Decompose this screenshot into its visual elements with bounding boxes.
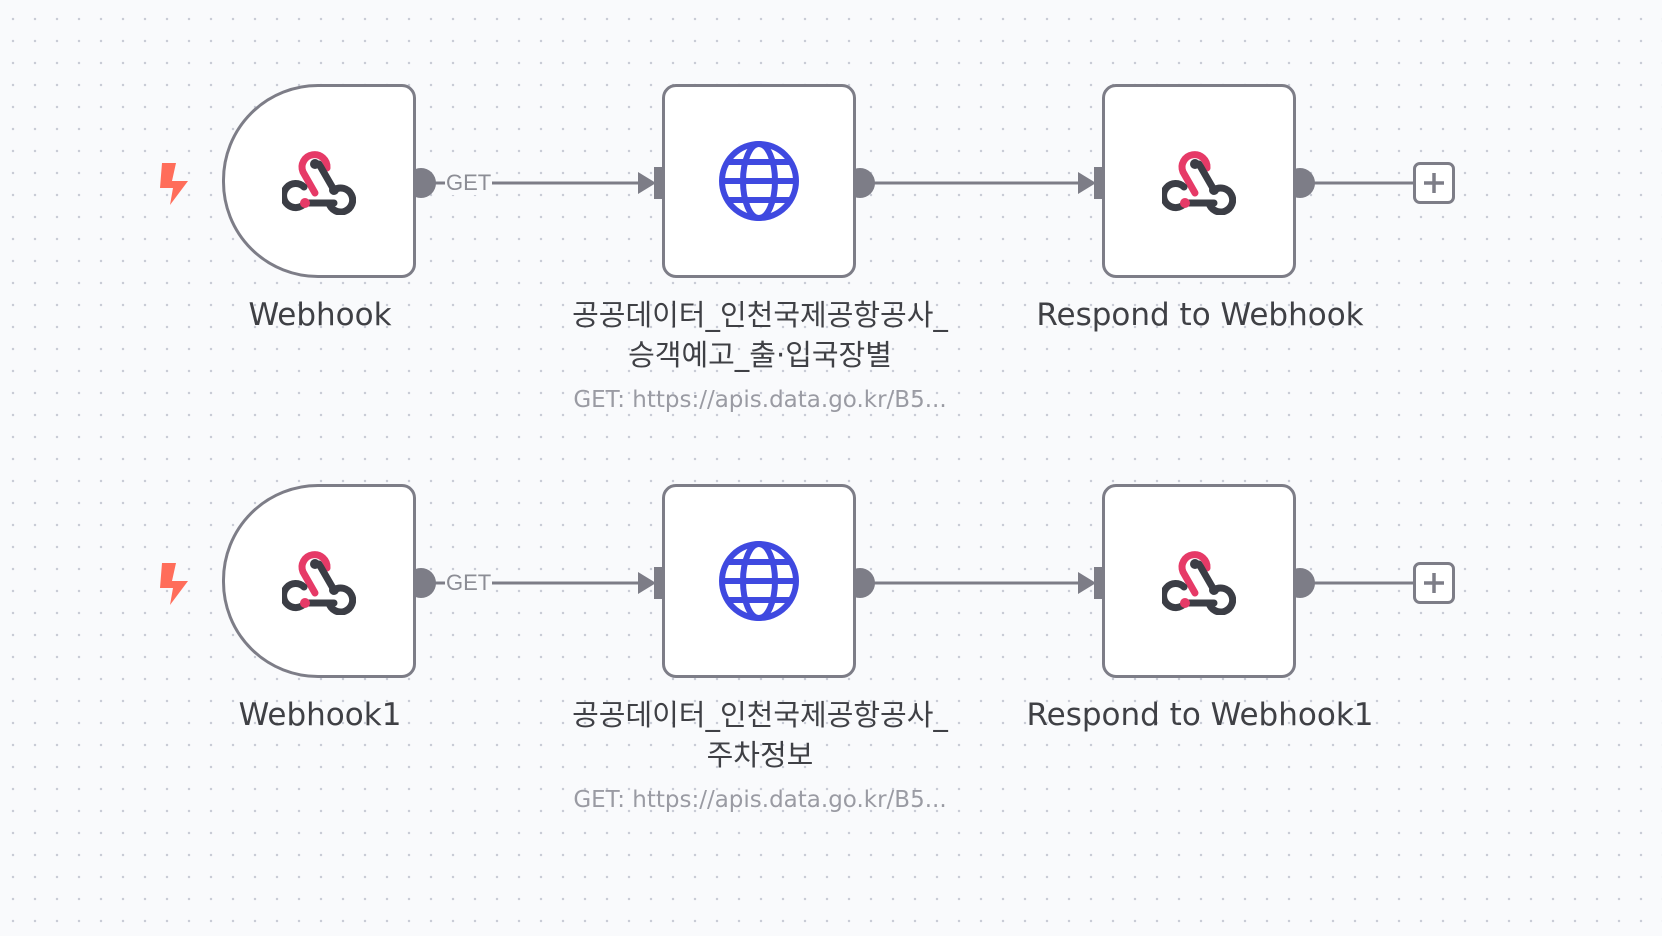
webhook-icon bbox=[1162, 551, 1236, 615]
node-title: Webhook1 bbox=[238, 697, 402, 733]
plus-icon bbox=[1424, 173, 1444, 193]
edge-label-method: GET bbox=[445, 170, 493, 195]
add-node-button[interactable] bbox=[1413, 562, 1455, 604]
node-title: Respond to Webhook bbox=[1036, 297, 1364, 333]
edge-label-method: GET bbox=[445, 570, 493, 595]
lightning-bolt-icon bbox=[160, 163, 188, 205]
node-title: Webhook bbox=[248, 297, 392, 333]
node-title: Respond to Webhook1 bbox=[1026, 697, 1374, 733]
webhook-icon bbox=[1162, 151, 1236, 215]
node-title-line2: 승객예고_출·입국장별 bbox=[628, 338, 892, 372]
plus-icon bbox=[1424, 573, 1444, 593]
node-webhook[interactable] bbox=[222, 84, 416, 278]
connection-http-to-respond[interactable] bbox=[860, 172, 1096, 194]
node-subtitle: GET: https://apis.data.go.kr/B5... bbox=[573, 387, 947, 413]
node-title-line1: 공공데이터_인천국제공항공사_ bbox=[572, 298, 948, 332]
connection-http-to-respond1[interactable] bbox=[860, 572, 1096, 594]
webhook-icon bbox=[282, 551, 356, 615]
node-title-line1: 공공데이터_인천국제공항공사_ bbox=[572, 698, 948, 732]
node-http-request[interactable] bbox=[662, 84, 856, 278]
node-respond-to-webhook[interactable] bbox=[1102, 84, 1296, 278]
node-respond-to-webhook1[interactable] bbox=[1102, 484, 1296, 678]
lightning-bolt-icon bbox=[160, 563, 188, 605]
globe-icon bbox=[719, 141, 799, 221]
add-node-button[interactable] bbox=[1413, 162, 1455, 204]
node-http-request1[interactable] bbox=[662, 484, 856, 678]
node-webhook1[interactable] bbox=[222, 484, 416, 678]
node-subtitle: GET: https://apis.data.go.kr/B5... bbox=[573, 787, 947, 813]
globe-icon bbox=[719, 541, 799, 621]
webhook-icon bbox=[282, 151, 356, 215]
node-title-line2: 주차정보 bbox=[706, 738, 814, 772]
